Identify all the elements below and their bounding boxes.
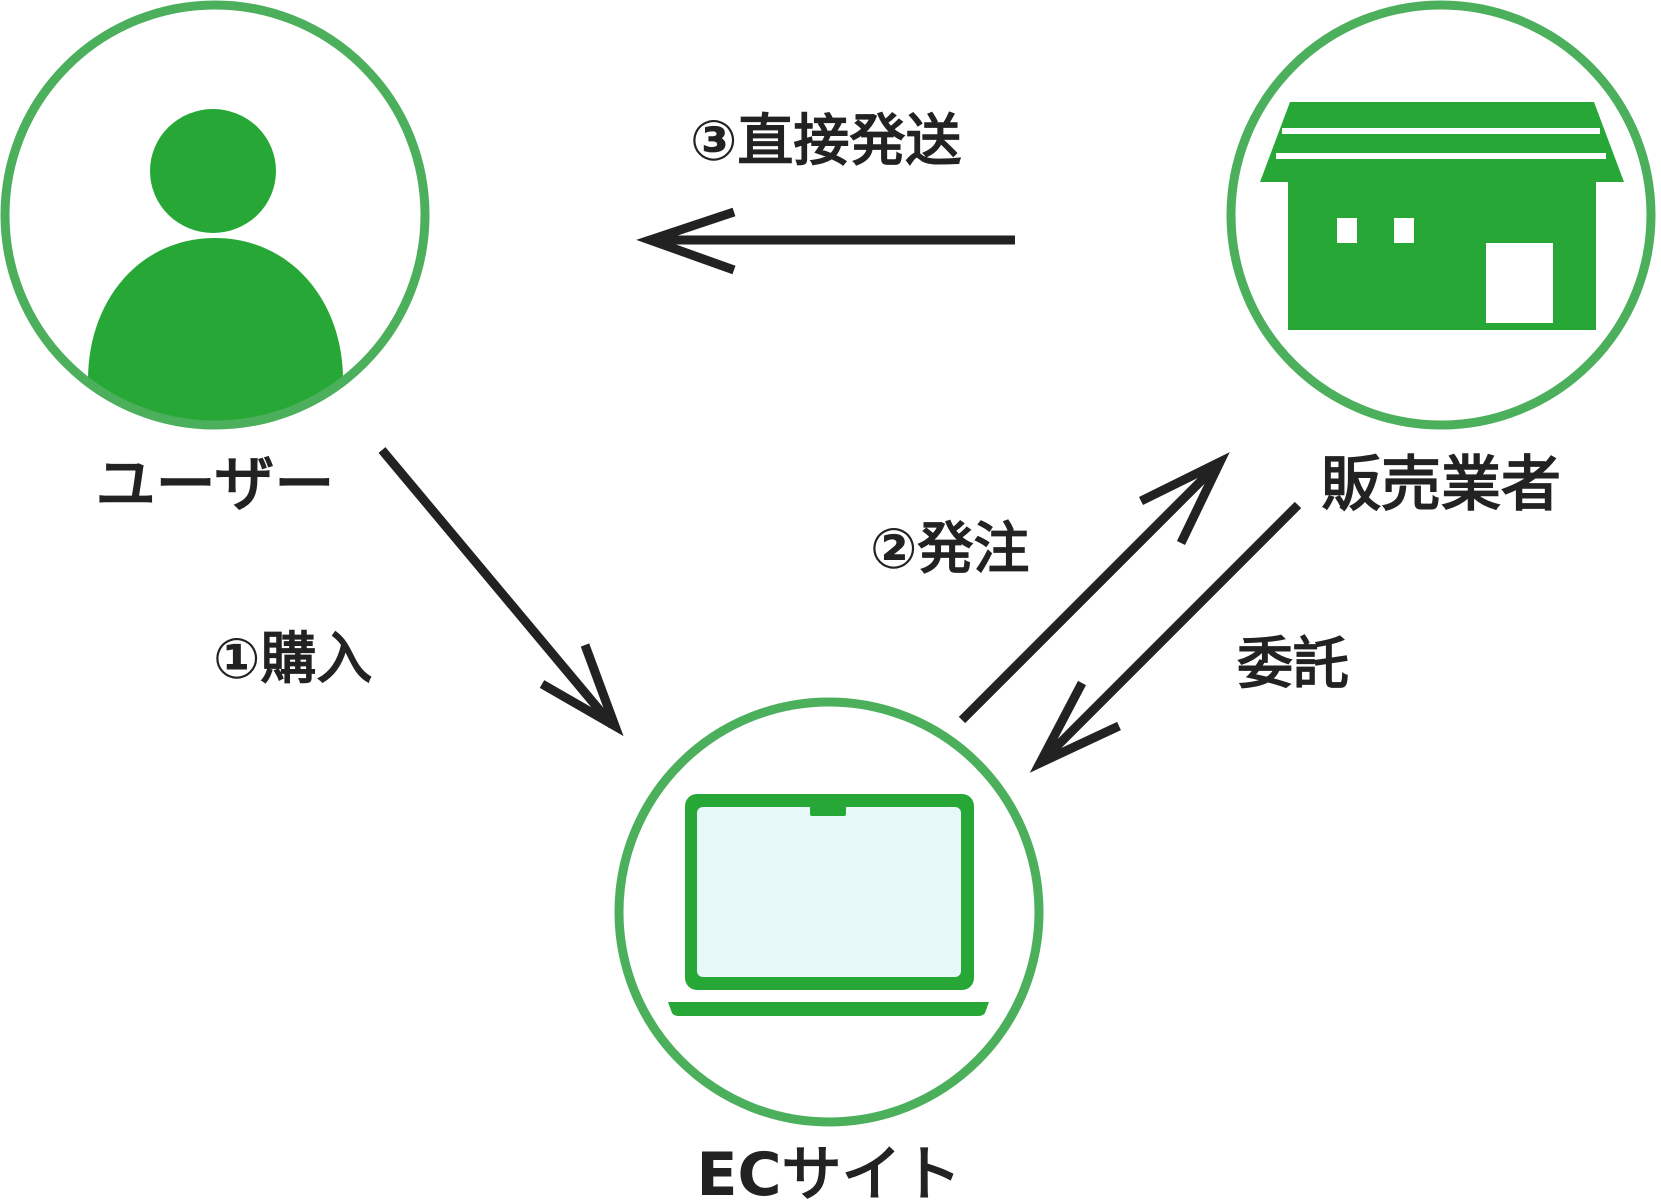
store-roof-stripe xyxy=(1276,153,1606,159)
arrow-head xyxy=(539,643,624,737)
user-node: ユーザー xyxy=(0,0,430,520)
person-body xyxy=(88,238,343,425)
edge-label-consign: 委託 xyxy=(1237,632,1349,697)
edge-label-purchase: ①購入 xyxy=(213,627,372,692)
seller-node: 販売業者 xyxy=(1226,0,1656,520)
arrow-shaft xyxy=(1036,501,1302,767)
arrow-head xyxy=(1029,680,1121,773)
store-roof xyxy=(1260,102,1624,182)
arrow-head xyxy=(1139,452,1230,545)
store-door xyxy=(1486,243,1553,323)
seller-label: 販売業者 xyxy=(1321,450,1561,520)
laptop-base xyxy=(668,1002,989,1016)
edge-label-ship: ③直接発送 xyxy=(690,109,961,174)
ec-label: ECサイト xyxy=(696,1140,961,1204)
laptop-icon xyxy=(668,794,989,1016)
edge-label-order: ②発注 xyxy=(870,517,1029,582)
person-icon xyxy=(88,109,343,425)
arrow-shaft xyxy=(958,458,1224,724)
laptop-camera xyxy=(810,803,846,816)
store-window xyxy=(1394,218,1414,243)
arrow-order xyxy=(958,452,1230,724)
seller-ring xyxy=(1226,0,1656,430)
store-roof-stripe xyxy=(1282,128,1600,134)
arrow-shaft xyxy=(378,447,616,728)
laptop-screen xyxy=(697,807,961,977)
user-label: ユーザー xyxy=(96,450,335,520)
arrow-ship xyxy=(636,207,1015,275)
person-head xyxy=(150,109,276,233)
store-window xyxy=(1337,218,1357,243)
arrow-consign xyxy=(1029,501,1302,773)
user-ring xyxy=(0,0,430,430)
store-icon xyxy=(1260,102,1624,330)
arrow-purchase xyxy=(378,447,624,737)
ec-node: ECサイト xyxy=(614,697,1044,1204)
arrow-head xyxy=(636,207,736,275)
ec-ring xyxy=(614,697,1044,1127)
